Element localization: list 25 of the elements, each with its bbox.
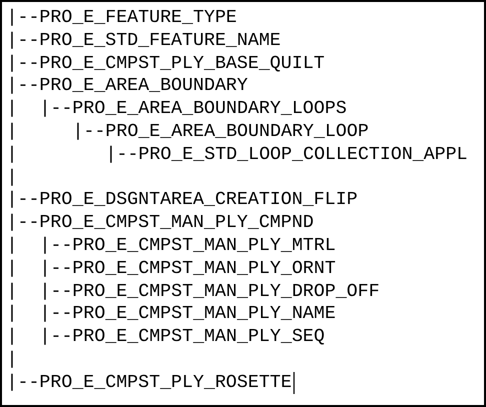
tree-guide-text: | — [6, 121, 18, 143]
tree-guide-text: | — [6, 144, 18, 166]
tree-item-text: |--PRO_E_CMPST_MAN_PLY_CMPND — [6, 212, 314, 234]
tree-item-text: |--PRO_E_CMPST_MAN_PLY_DROP_OFF — [40, 280, 380, 303]
tree-item-text: |--PRO_E_DSGNTAREA_CREATION_FLIP — [6, 189, 358, 212]
tree-item-text: |--PRO_E_AREA_BOUNDARY — [6, 75, 248, 98]
tree-item-text: |--PRO_E_FEATURE_TYPE — [6, 7, 237, 29]
tree-guide-text: | — [6, 280, 18, 303]
tree-item-text: |--PRO_E_CMPST_MAN_PLY_SEQ — [40, 326, 325, 348]
tree-guide-text: | — [6, 258, 18, 280]
tree-item-text: |--PRO_E_AREA_BOUNDARY_LOOP — [72, 121, 369, 143]
tree-item-text: |--PRO_E_CMPST_MAN_PLY_MTRL — [40, 235, 336, 257]
tree-guide-text: | — [6, 235, 18, 257]
tree-item-text: |--PRO_E_CMPST_PLY_ROSETTE — [6, 372, 292, 394]
tree-guide-text: | — [6, 303, 18, 326]
tree-item-text: |--PRO_E_CMPST_MAN_PLY_NAME — [40, 303, 336, 326]
tree-item-text: |--PRO_E_AREA_BOUNDARY_LOOPS — [40, 98, 347, 120]
tree-guide-text: | — [6, 326, 18, 348]
tree-guide-text: | — [6, 98, 18, 120]
tree-item-text: |--PRO_E_STD_FEATURE_NAME — [6, 30, 281, 52]
tree-item-text: |--PRO_E_CMPST_MAN_PLY_ORNT — [40, 258, 336, 280]
tree-item-text: |--PRO_E_CMPST_PLY_BASE_QUILT — [6, 52, 325, 75]
tree-guide-text: | — [6, 349, 18, 371]
tree-guide-text: | — [6, 166, 18, 189]
tree-item-text: |--PRO_E_STD_LOOP_COLLECTION_APPL — [106, 144, 468, 166]
